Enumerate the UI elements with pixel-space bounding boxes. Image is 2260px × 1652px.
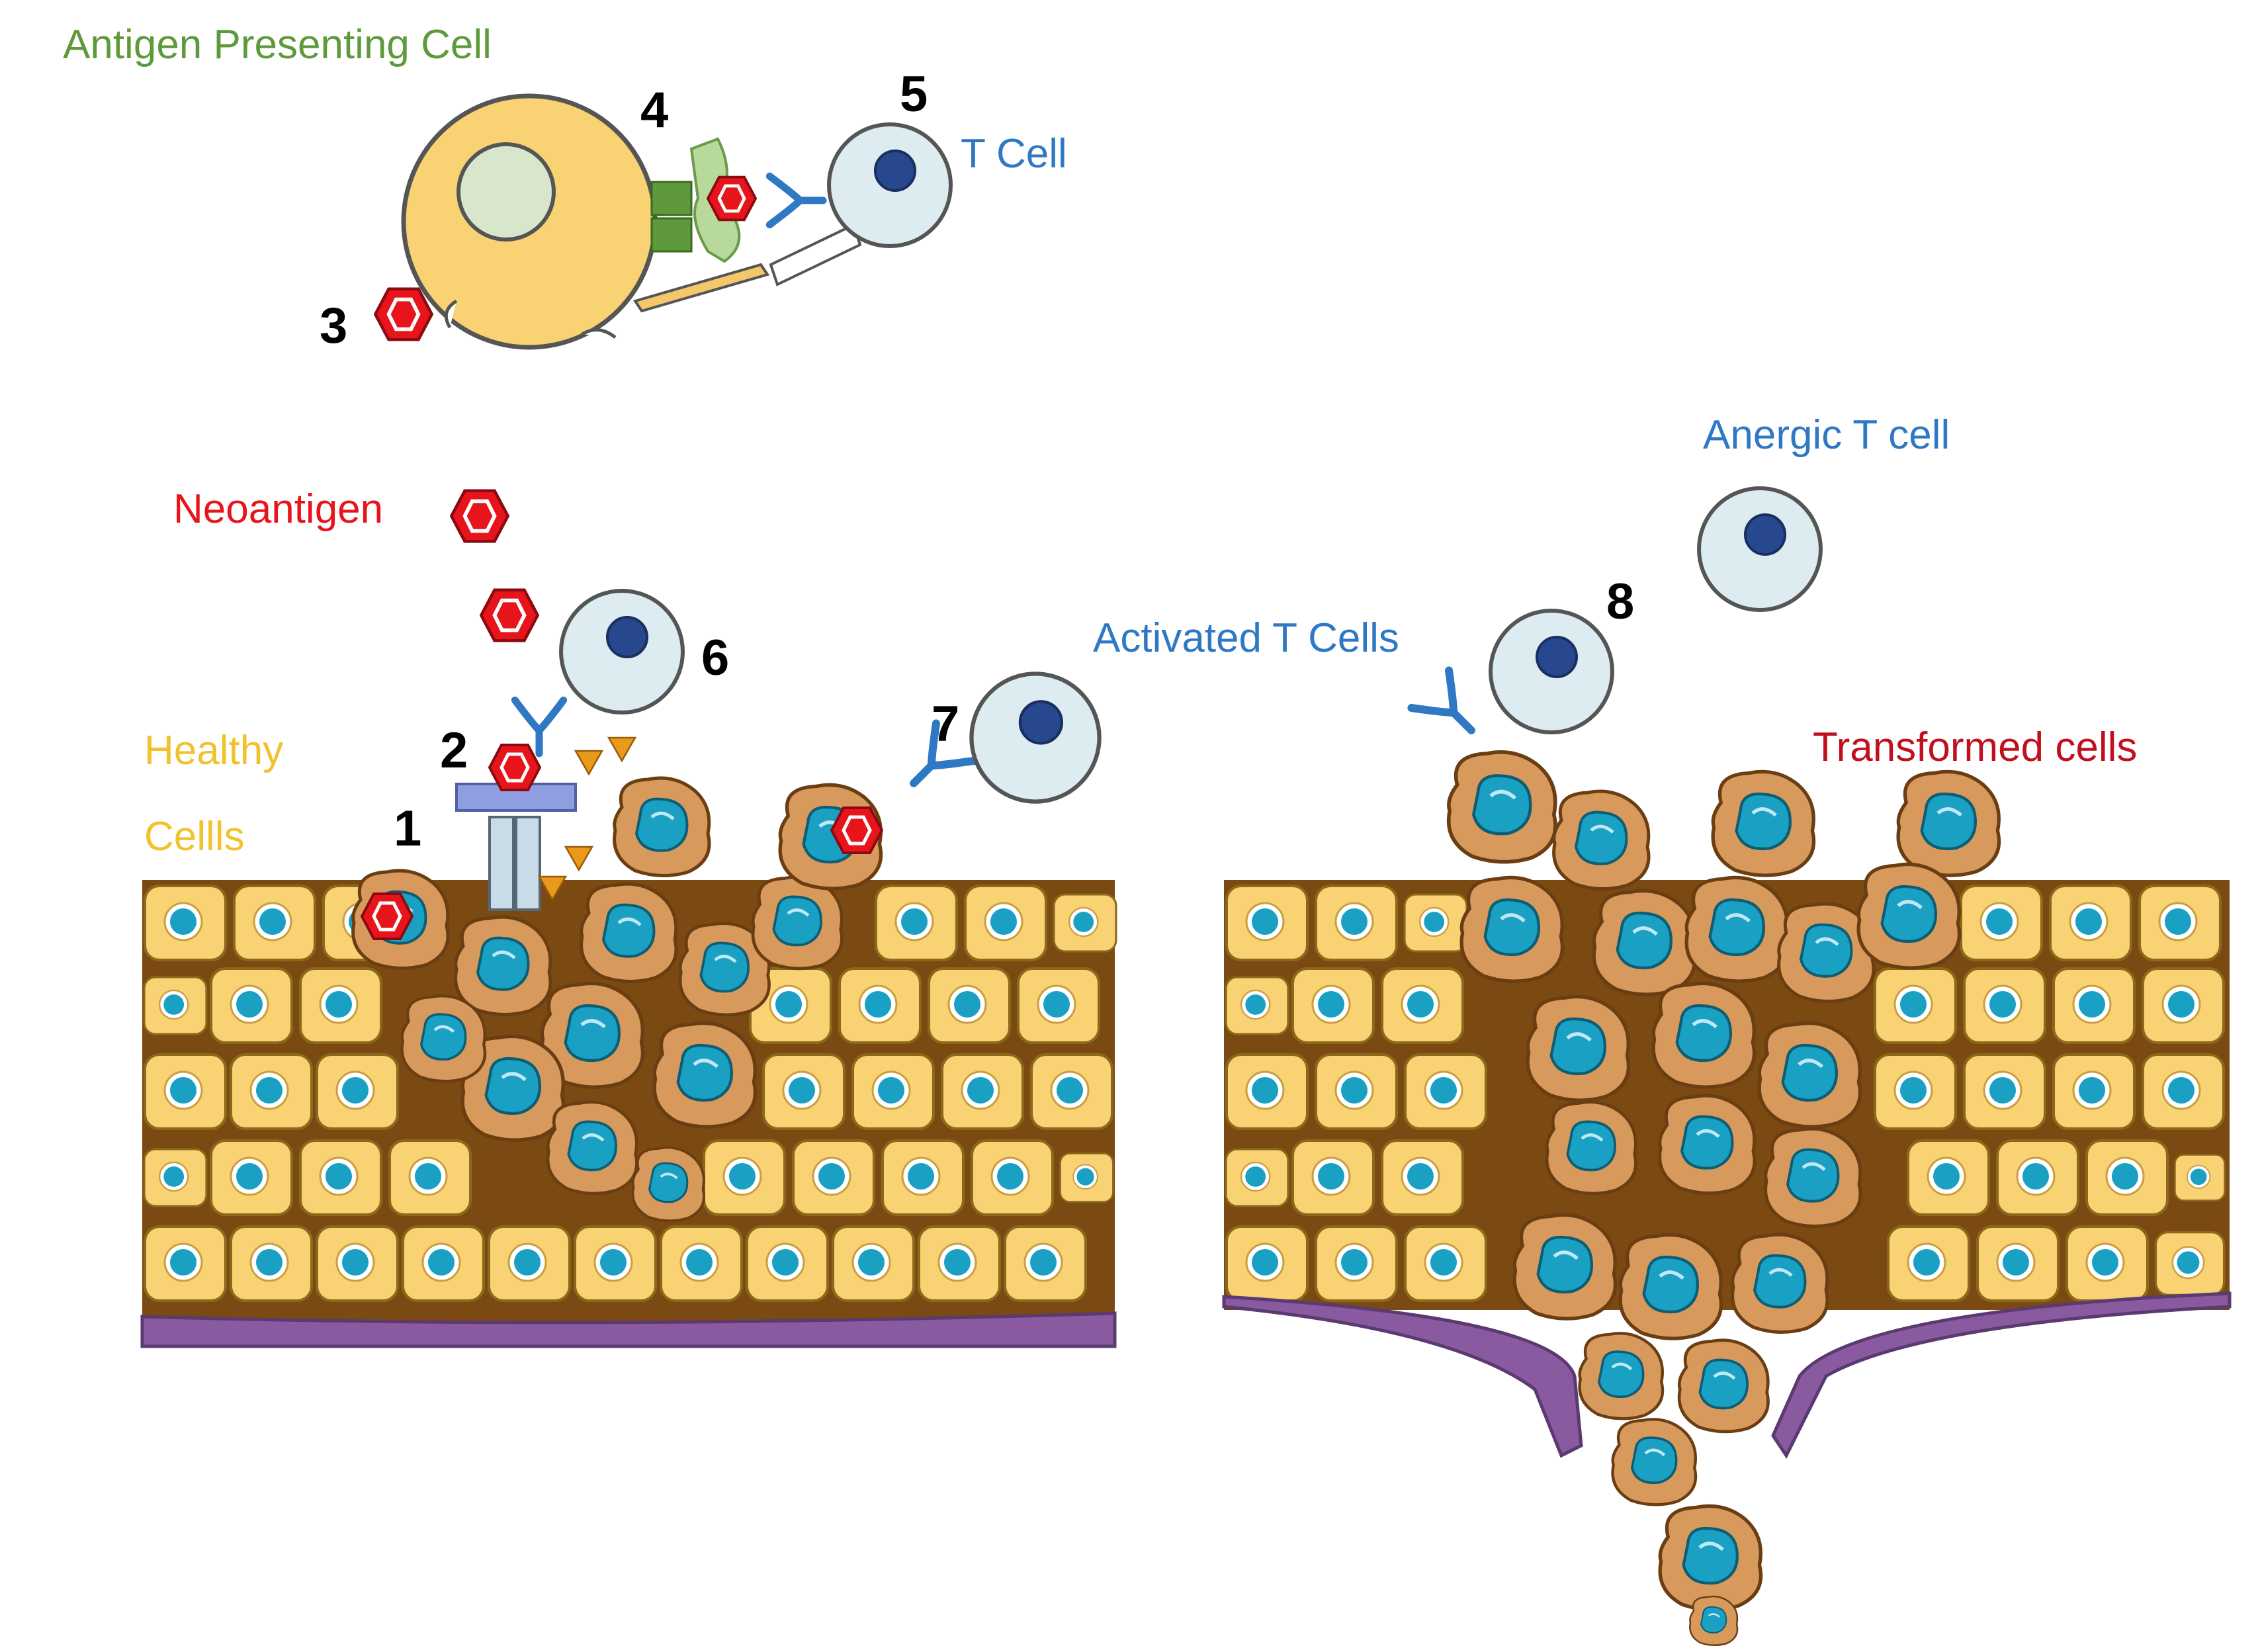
step-number-5: 5 bbox=[900, 66, 928, 122]
step-number-1: 1 bbox=[394, 801, 421, 857]
step-number-6: 6 bbox=[701, 630, 729, 686]
t-cell-icon bbox=[1491, 611, 1612, 732]
neoantigen-icon bbox=[490, 745, 540, 790]
left-tissue bbox=[140, 778, 1117, 1348]
step-number-8: 8 bbox=[1606, 574, 1634, 630]
neoantigen-icon bbox=[375, 289, 432, 340]
anergic-label: Anergic T cell bbox=[1703, 412, 1950, 458]
mhc-icon bbox=[455, 783, 577, 911]
healthy-label-line2: Cellls bbox=[144, 814, 245, 859]
neoantigen-icon bbox=[708, 177, 756, 220]
apc-label: Antigen Presenting Cell bbox=[63, 22, 492, 67]
t-cell-icon bbox=[829, 124, 951, 246]
neoantigen-label: Neoantigen bbox=[173, 486, 383, 532]
activated-label: Activated T Cells bbox=[1093, 615, 1399, 661]
step-number-2: 2 bbox=[440, 722, 468, 779]
cytokine-icon bbox=[607, 736, 636, 762]
right-tissue bbox=[1222, 752, 2232, 1647]
step-number-7: 7 bbox=[932, 696, 959, 752]
apc-cell-icon bbox=[401, 93, 658, 350]
transformed-label: Transformed cells bbox=[1813, 724, 2137, 770]
healthy-label-line1: Healthy bbox=[144, 728, 283, 773]
step-number-3: 3 bbox=[320, 298, 347, 354]
cytokine-icon bbox=[574, 750, 603, 775]
t-cell-icon bbox=[971, 674, 1099, 801]
t-cell-icon bbox=[1699, 488, 1821, 610]
neoantigen-icon bbox=[451, 491, 508, 542]
t-cell-icon bbox=[561, 591, 683, 713]
t-cell-receptor-icon bbox=[769, 176, 823, 224]
t-cell-receptor-icon bbox=[1411, 670, 1490, 749]
t-cell-label: T Cell bbox=[961, 131, 1067, 177]
neoantigen-icon bbox=[362, 894, 412, 939]
step-number-4: 4 bbox=[640, 82, 668, 138]
cytokine-icon bbox=[564, 846, 593, 871]
neoantigen-icon bbox=[481, 590, 538, 641]
neoantigen-icon bbox=[832, 808, 882, 853]
apc-group: Antigen Presenting Cell T Cell bbox=[63, 22, 1067, 350]
basement-membrane bbox=[140, 1311, 1117, 1348]
